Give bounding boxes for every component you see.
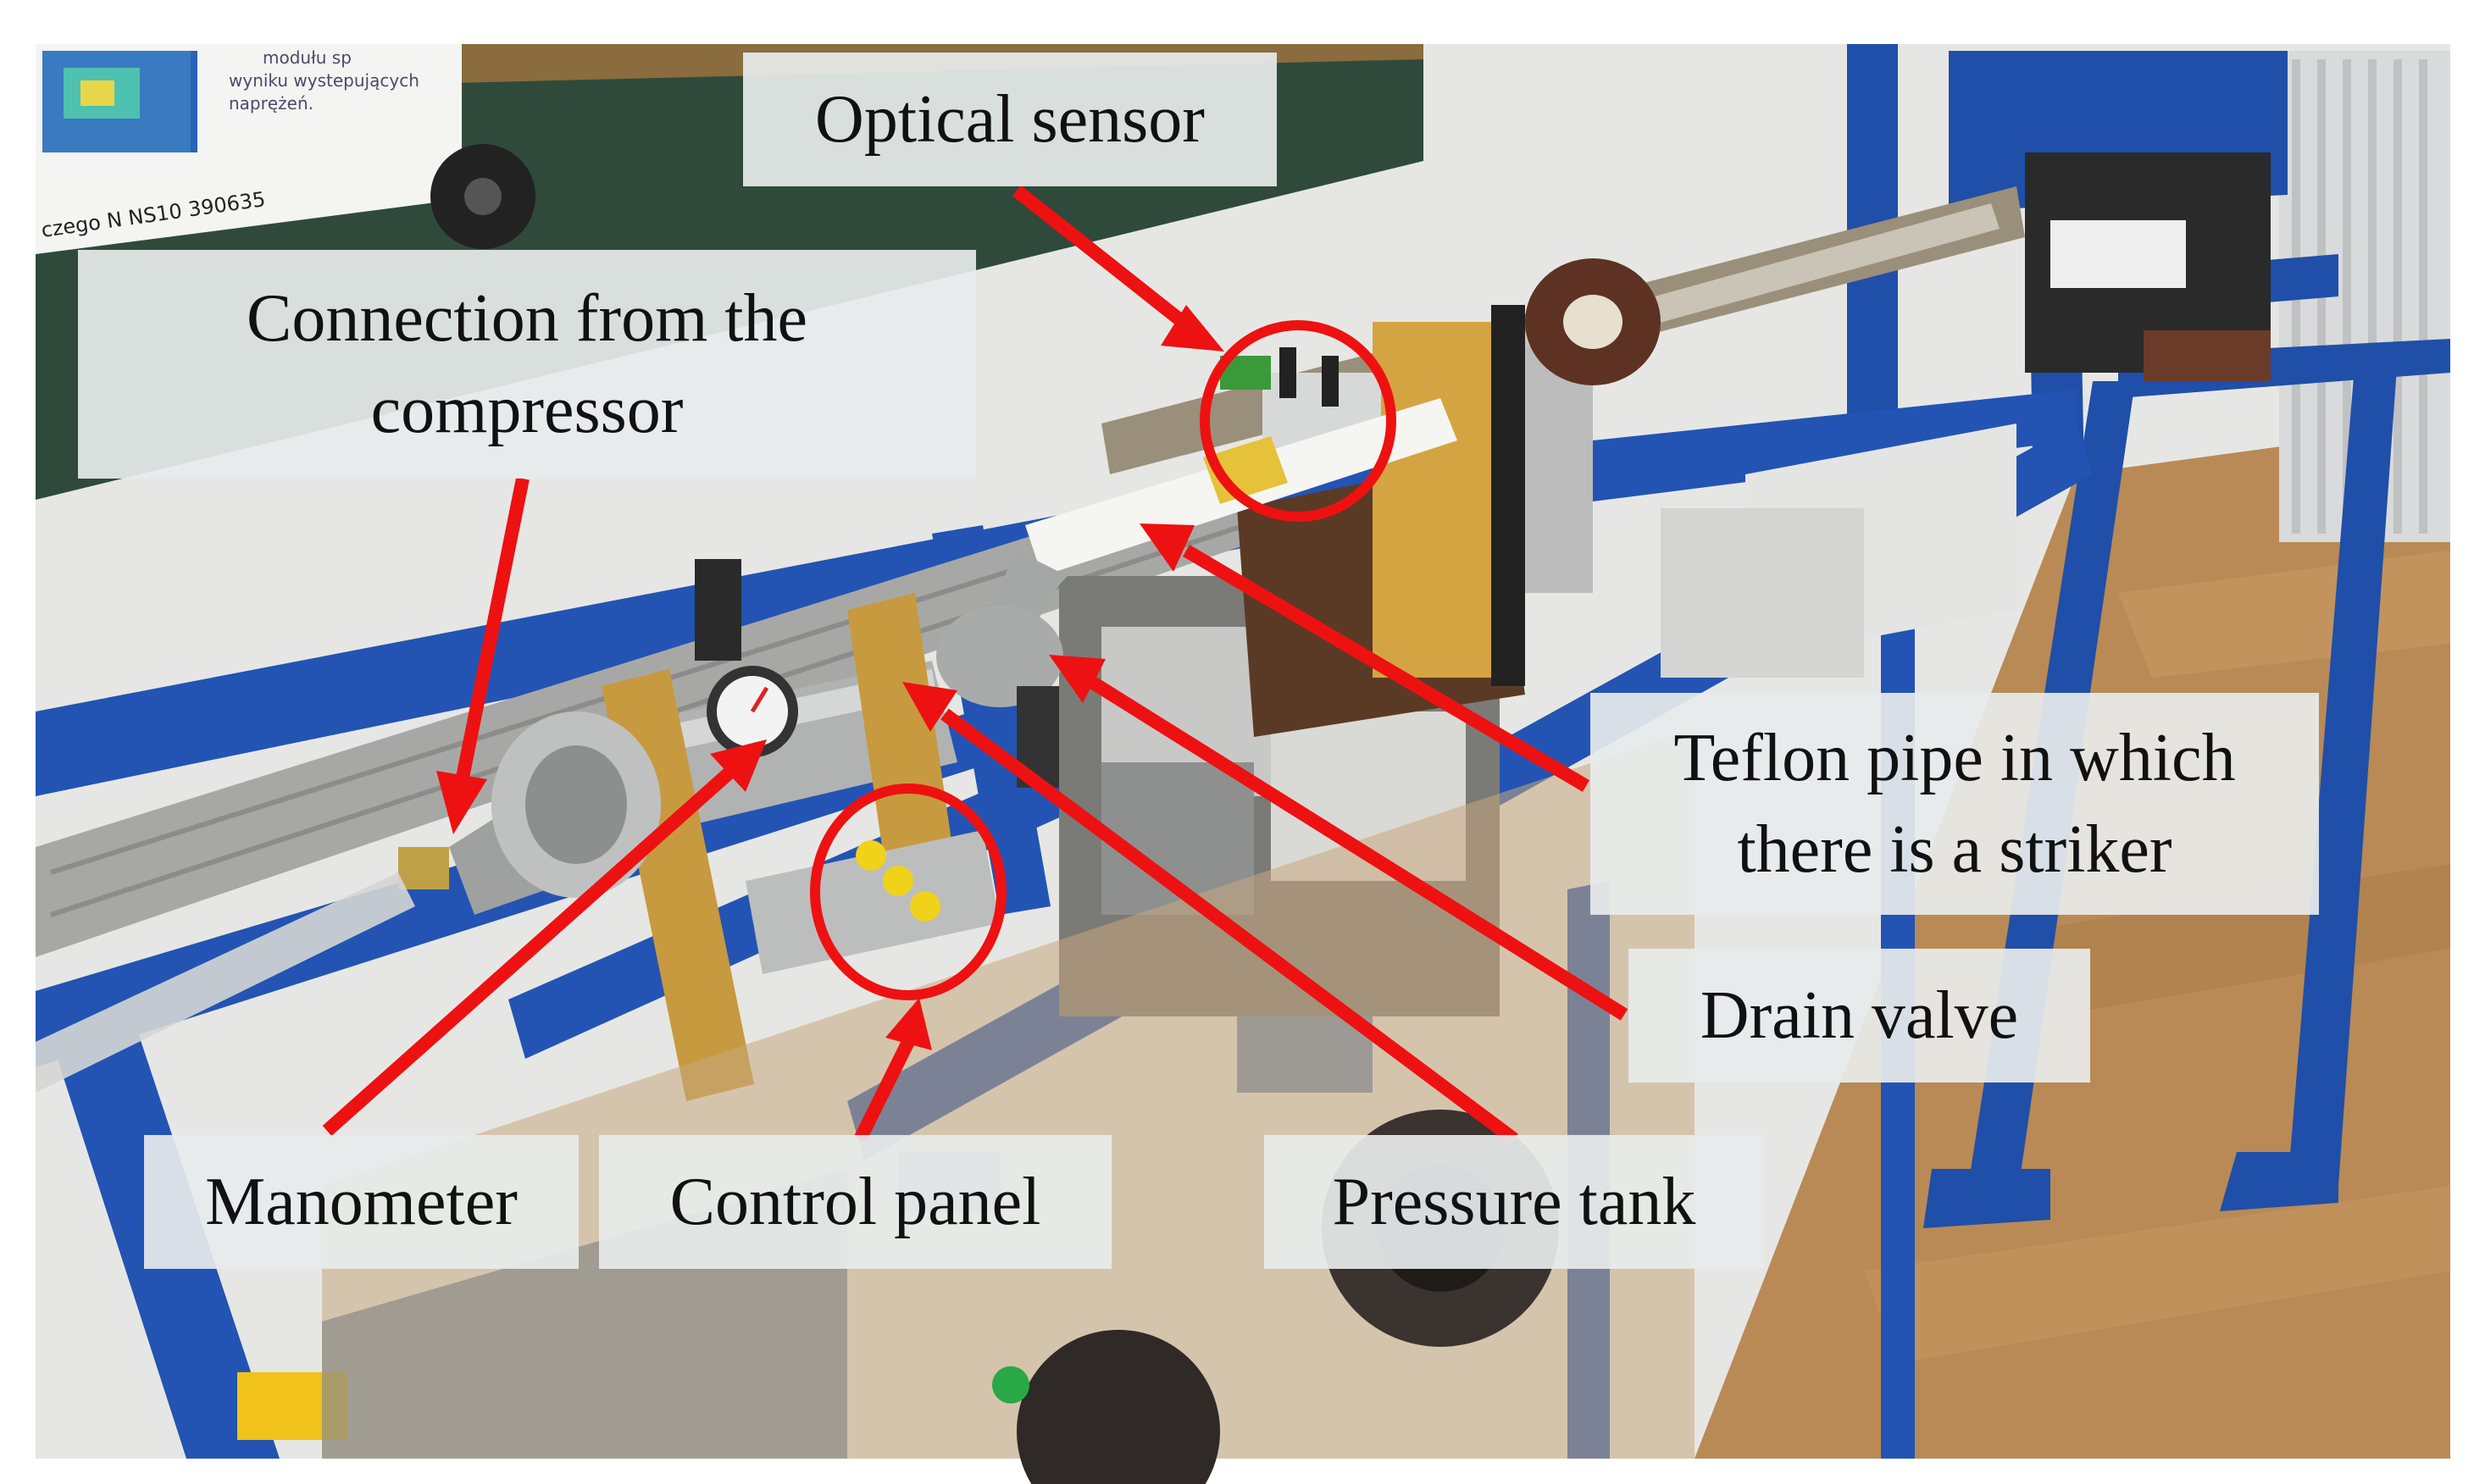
- poster-text: naprężeń.: [229, 93, 313, 114]
- label-manometer: Manometer: [144, 1135, 579, 1269]
- label-pressure-tank: Pressure tank: [1264, 1135, 1764, 1269]
- label-teflon-line2: there is a striker: [1737, 812, 2172, 887]
- label-control-panel: Control panel: [599, 1135, 1112, 1269]
- label-drain-valve: Drain valve: [1628, 949, 2090, 1083]
- label-manometer-text: Manometer: [205, 1165, 518, 1239]
- poster-text: modułu sp: [263, 47, 352, 68]
- poster-text: wyniku wystepujących: [229, 70, 419, 91]
- label-teflon-pipe: Teflon pipe in which there is a striker: [1590, 693, 2319, 915]
- label-drain-valve-text: Drain valve: [1700, 978, 2019, 1053]
- label-teflon-line1: Teflon pipe in which: [1673, 721, 2236, 795]
- label-connection-line1: Connection from the: [246, 281, 808, 356]
- label-control-panel-text: Control panel: [669, 1165, 1041, 1239]
- label-pressure-tank-text: Pressure tank: [1332, 1165, 1696, 1239]
- label-optical-sensor-text: Optical sensor: [815, 82, 1205, 157]
- label-connection-line2: compressor: [370, 373, 684, 447]
- label-optical-sensor: Optical sensor: [743, 53, 1277, 186]
- label-connection-from-compressor: Connection from the compressor: [78, 250, 976, 479]
